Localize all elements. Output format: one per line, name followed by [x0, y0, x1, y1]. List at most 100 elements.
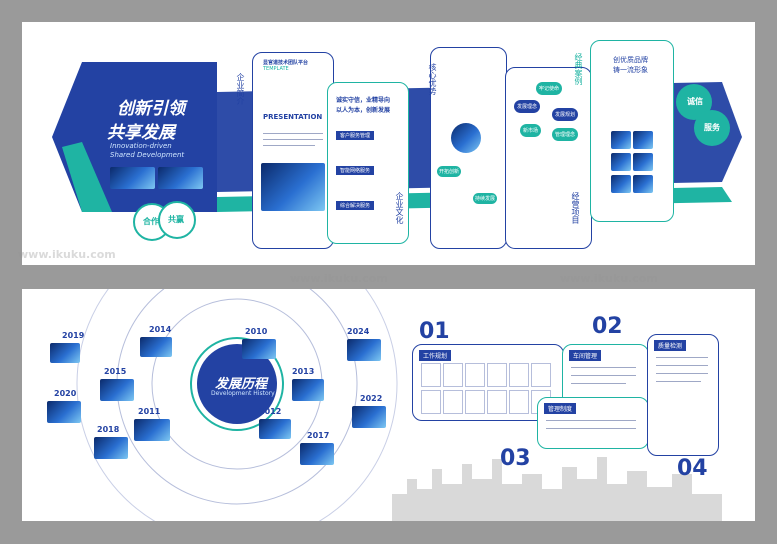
- cases-title-1: 创优质品牌: [613, 56, 648, 64]
- grid-tile: [421, 363, 441, 387]
- section-company-label: 企业简介: [236, 73, 245, 105]
- year-photo: [100, 379, 134, 401]
- core-advantage-card: 核心优势 开拓创新 持续发展: [428, 47, 507, 249]
- workshop-label: 车间管理: [569, 350, 602, 361]
- body-text-line: [656, 357, 708, 358]
- service-item-3: 综合解决服务: [336, 201, 375, 210]
- case-tile: [611, 131, 631, 149]
- timeline-center-sub: Development History: [211, 390, 275, 397]
- company-template-sub: TEMPLATE: [263, 66, 289, 72]
- grid-tile: [509, 390, 529, 414]
- section-number-1: 01: [419, 319, 450, 344]
- right-circle-label-2: 服务: [704, 123, 720, 132]
- body-text-line: [656, 381, 701, 382]
- year-photo: [50, 343, 80, 363]
- company-intro-card: 企业简介 显官道技术团队平台 TEMPLATE PRESENTATION: [236, 52, 334, 249]
- cases-title-2: 铸一流形象: [613, 66, 648, 74]
- quality-check-card: 质量检测: [647, 334, 719, 456]
- year-label: 2010: [245, 327, 268, 336]
- year-label: 2020: [54, 389, 77, 398]
- company-template-title: 显官道技术团队平台: [263, 60, 309, 66]
- concept-5: 管理理念: [552, 128, 579, 141]
- year-label: 2024: [347, 327, 370, 336]
- grid-tile: [465, 363, 485, 387]
- service-item-2: 智能网络服务: [336, 166, 375, 175]
- culture-wall-top-panel: 创新引领 共享发展 Innovation-driven Shared Devel…: [22, 22, 755, 265]
- core-photo: [451, 123, 481, 153]
- concept-3: 发展规划: [552, 108, 579, 121]
- year-photo: [292, 379, 324, 401]
- headline-line-2: 共享发展: [107, 123, 175, 143]
- case-tile: [633, 131, 653, 149]
- city-skyline-photo: [261, 163, 325, 211]
- service-item-1: 客户服务管理: [336, 131, 375, 140]
- section-concept-label: 经营项目: [571, 192, 580, 224]
- grid-tile: [509, 363, 529, 387]
- concept-1: 牢记使命: [536, 82, 563, 95]
- body-text-line: [263, 145, 315, 146]
- slogan-card: 诚实守信，业精导向 以人为本，创新发展 客户服务管理 智能网络服务 综合解决服务: [327, 82, 409, 244]
- section-culture-label: 企业文化: [395, 192, 404, 224]
- timeline-rings: [76, 289, 722, 521]
- english-line-2: Shared Development: [110, 151, 185, 159]
- year-label: 2022: [360, 394, 383, 403]
- watermark: www.ikuku.com: [18, 248, 116, 261]
- year-photo: [259, 419, 291, 439]
- right-circle-label-1: 诚信: [687, 97, 703, 106]
- case-tile: [633, 175, 653, 193]
- grid-tile: [421, 390, 441, 414]
- year-label: 2013: [292, 367, 315, 376]
- regulations-card: 管理制度: [537, 397, 649, 449]
- year-photo: [140, 337, 172, 357]
- watermark: www.ikuku.com: [290, 272, 388, 285]
- slogan-line-1: 诚实守信，业精导向: [336, 97, 391, 104]
- grid-tile: [443, 390, 463, 414]
- slogan-line-2: 以人为本，创新发展: [336, 107, 391, 114]
- headline-photo-1: [110, 167, 155, 189]
- section-number-4: 04: [677, 456, 708, 481]
- year-photo: [94, 437, 128, 459]
- presentation-title: PRESENTATION: [263, 113, 323, 121]
- case-tile: [611, 175, 631, 193]
- section-number-2: 02: [592, 314, 623, 339]
- regulations-label: 管理制度: [544, 403, 577, 414]
- body-text-line: [263, 133, 323, 134]
- body-text-line: [656, 373, 708, 374]
- year-label: 2014: [149, 325, 172, 334]
- year-label: 2017: [307, 431, 330, 440]
- grid-tile: [531, 363, 551, 387]
- body-text-line: [263, 139, 323, 140]
- section-number-3: 03: [500, 446, 531, 471]
- bubble-1: 开拓创新: [437, 166, 462, 177]
- grid-tile: [487, 363, 507, 387]
- circle-label-right: 共赢: [168, 215, 184, 224]
- case-tile: [611, 153, 631, 171]
- body-text-line: [546, 428, 636, 429]
- body-text-line: [571, 375, 636, 376]
- section-core-label: 核心优势: [428, 63, 437, 95]
- work-plan-label: 工作规划: [419, 350, 452, 361]
- grid-tile: [465, 390, 485, 414]
- year-label: 2011: [138, 407, 161, 416]
- year-photo: [134, 419, 170, 441]
- body-text-line: [546, 420, 636, 421]
- classic-cases-card: 经典案例 创优质品牌 铸一流形象: [574, 40, 674, 222]
- year-photo: [242, 339, 276, 359]
- body-text-line: [656, 365, 708, 366]
- culture-wall-bottom-panel: 发展历程 Development History 2019 2014 2010 …: [22, 289, 755, 521]
- year-label: 2012: [259, 407, 282, 416]
- year-photo: [347, 339, 381, 361]
- year-photo: [300, 443, 334, 465]
- section-cases-label: 经典案例: [574, 53, 583, 85]
- case-tile: [633, 153, 653, 171]
- year-photo: [47, 401, 81, 423]
- concept-4: 新市场: [520, 124, 542, 137]
- year-label: 2019: [62, 331, 85, 340]
- english-line-1: Innovation-driven: [110, 142, 172, 150]
- year-photo: [352, 406, 386, 428]
- headline-photo-2: [158, 167, 203, 189]
- grid-tile: [443, 363, 463, 387]
- grid-tile: [487, 390, 507, 414]
- headline-line-1: 创新引领: [117, 99, 185, 119]
- body-text-line: [571, 367, 636, 368]
